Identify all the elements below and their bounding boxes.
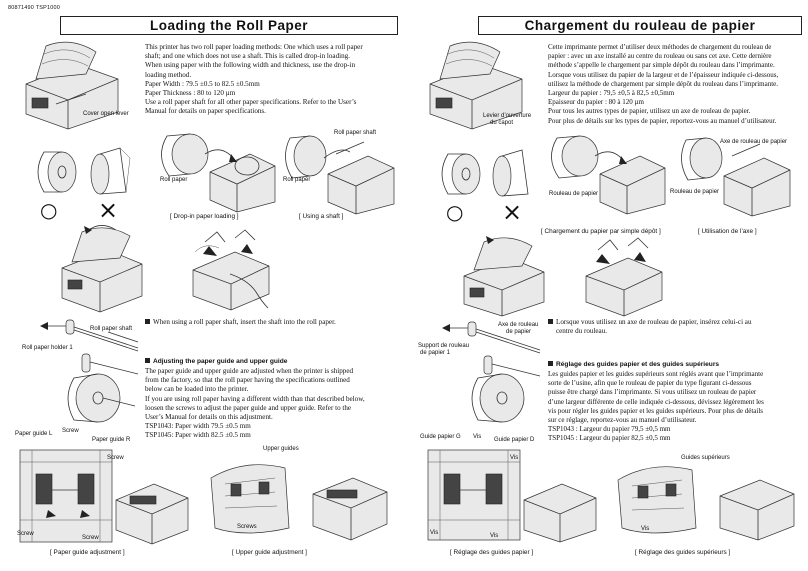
upper-guide-adjustment-illustration <box>210 464 388 541</box>
label-lever-fr-1: Levier d’ouverture <box>483 113 532 119</box>
label-paper-guide-r: Paper guide R <box>92 437 131 443</box>
label-support-fr-1: Support de rouleau <box>418 343 470 349</box>
caption-axe: [ Utilisation de l’axe ] <box>698 228 757 235</box>
label-roll-paper-2: Roll paper <box>283 177 311 183</box>
bullet-icon <box>548 361 553 366</box>
label-roll-paper-shaft-2: Roll paper shaft <box>90 326 133 332</box>
dropin-loading-illustration-fr <box>551 135 666 215</box>
document-id: 80871490 TSP1000 <box>8 5 61 11</box>
bullet-icon <box>145 358 150 363</box>
label-screw-d: Screw <box>82 535 99 541</box>
hand-illustration <box>229 273 269 309</box>
label-screw-a: Screw <box>62 428 79 434</box>
adjust-text-fr: Les guides papier et les guides supérieu… <box>548 370 764 443</box>
ok-symbol: ○ <box>40 198 58 222</box>
adjust-heading-fr: Réglage des guides papier et des guides … <box>548 360 719 369</box>
label-cover-open-lever: Cover open lever <box>83 111 129 117</box>
label-axe-fr-1: Axe de rouleau <box>498 322 539 328</box>
shaft-insert-illustration <box>40 319 139 380</box>
caption-paper-guide: [ Paper guide adjustment ] <box>50 549 125 556</box>
shaft-insert-illustration-fr <box>442 321 541 377</box>
label-axe-rouleau: Axe de rouleau de papier <box>720 139 788 145</box>
label-vis-a: Vis <box>473 434 482 440</box>
page-title-en: Loading the Roll Paper <box>60 16 398 35</box>
label-roll-paper-holder: Roll paper holder 1 <box>22 345 73 351</box>
caption-dropin: [ Drop-in paper loading ] <box>170 213 239 220</box>
paper-guide-adjustment-illustration <box>19 449 189 545</box>
label-vis-c: Vis <box>430 530 439 536</box>
adjust-heading-en: Adjusting the paper guide and upper guid… <box>145 357 287 366</box>
ng-symbol: × <box>98 196 119 224</box>
caption-guides-papier: [ Réglage des guides papier ] <box>450 549 534 556</box>
caption-depot: [ Chargement du papier par simple dépôt … <box>541 228 661 235</box>
page-title-fr: Chargement du rouleau de papier <box>478 16 802 35</box>
label-lever-fr-2: du capot <box>490 120 514 126</box>
roll-good-illustration <box>37 151 77 193</box>
roll-on-shaft-illustration <box>67 373 136 423</box>
closing-cover-illustration <box>192 229 270 311</box>
label-screw-b: Screw <box>107 455 124 461</box>
roll-bad-illustration-fr <box>492 149 529 197</box>
label-rouleau-b: Rouleau de papier <box>670 189 720 195</box>
label-guide-d: Guide papier D <box>494 437 535 443</box>
label-rouleau-a: Rouleau de papier <box>549 191 599 197</box>
upper-guide-adjustment-illustration-fr <box>617 466 795 541</box>
dropin-loading-illustration <box>161 133 276 213</box>
printer-with-roll-illustration-fr <box>463 236 545 317</box>
roll-good-illustration-fr <box>441 153 481 195</box>
intro-fr: Cette imprimante permet d’utiliser deux … <box>548 43 779 125</box>
roll-on-shaft-illustration-fr <box>471 373 525 423</box>
roll-bad-illustration <box>90 147 131 195</box>
printer-open-illustration <box>25 41 119 130</box>
caption-guides-sup: [ Réglage des guides supérieurs ] <box>635 549 731 556</box>
adjust-text-en: The paper guide and upper guide are adju… <box>145 367 365 440</box>
closing-cover-illustration-fr <box>585 237 663 317</box>
label-screws: Screws <box>237 524 257 530</box>
printer-with-roll-illustration <box>61 225 143 313</box>
caption-shaft: [ Using a shaft ] <box>299 213 344 220</box>
intro-en: This printer has two roll paper loading … <box>145 43 363 116</box>
printer-open-illustration-fr <box>429 41 523 130</box>
shaft-loading-illustration <box>285 135 395 215</box>
shaft-loading-illustration-fr <box>681 137 791 217</box>
paper-guide-adjustment-illustration-fr <box>427 449 597 543</box>
label-roll-paper-1: Roll paper <box>160 177 188 183</box>
label-paper-guide-l: Paper guide L <box>15 431 53 437</box>
ng-symbol-fr: × <box>502 198 523 226</box>
caption-upper-guide: [ Upper guide adjustment ] <box>232 549 307 556</box>
label-vis-b: Vis <box>510 455 519 461</box>
label-guides-sup: Guides supérieurs <box>681 455 730 461</box>
label-vis-e: Vis <box>641 526 650 532</box>
label-vis-d: Vis <box>490 533 499 539</box>
bullet-icon <box>548 319 553 324</box>
ok-symbol-fr: ○ <box>446 200 464 224</box>
bullet-icon <box>145 319 150 324</box>
label-guide-g: Guide papier G <box>420 434 461 440</box>
label-screw-c: Screw <box>17 531 34 537</box>
label-support-fr-2: de papier 1 <box>420 350 451 356</box>
label-upper-guides: Upper guides <box>263 446 299 452</box>
shaft-note-fr: Lorsque vous utilisez un axe de rouleau … <box>548 318 804 336</box>
label-axe-fr-2: de papier <box>506 329 532 335</box>
label-roll-paper-shaft-1: Roll paper shaft <box>334 130 377 136</box>
shaft-note-en: When using a roll paper shaft, insert th… <box>145 318 395 327</box>
